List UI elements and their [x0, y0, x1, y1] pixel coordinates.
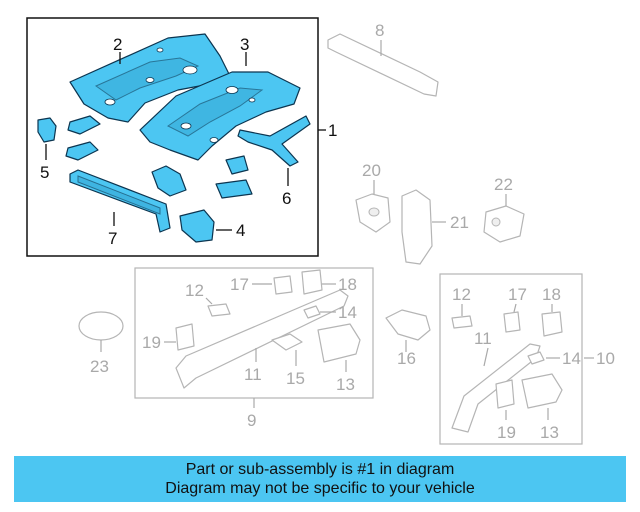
- callout-13-right[interactable]: 13: [540, 423, 559, 442]
- callout-13-left[interactable]: 13: [336, 375, 355, 394]
- part-15[interactable]: [271, 333, 303, 351]
- callout-11-left[interactable]: 11: [244, 365, 262, 384]
- callout-17-right[interactable]: 17: [508, 285, 527, 304]
- part-16-bracket[interactable]: [385, 309, 431, 341]
- part-22-plate[interactable]: [483, 205, 525, 243]
- callout-11-right[interactable]: 11: [474, 329, 492, 348]
- callout-8[interactable]: 8: [375, 21, 384, 40]
- part-11-left-rail[interactable]: [175, 289, 349, 389]
- callout-19-right[interactable]: 19: [497, 423, 516, 442]
- callout-18-right[interactable]: 18: [542, 285, 561, 304]
- callout-21[interactable]: 21: [450, 213, 469, 232]
- part-14-right[interactable]: [527, 351, 545, 365]
- part-5-bracket[interactable]: [37, 115, 101, 161]
- part-13-left[interactable]: [317, 323, 361, 363]
- part-bracket-centre[interactable]: [151, 155, 253, 199]
- part-12-right[interactable]: [451, 315, 473, 329]
- part-13-right[interactable]: [521, 373, 563, 409]
- part-18-right[interactable]: [541, 311, 563, 337]
- banner-line-1: Part or sub-assembly is #1 in diagram: [185, 461, 455, 478]
- part-23-plug[interactable]: [78, 311, 124, 341]
- callout-14-left[interactable]: 14: [338, 303, 357, 322]
- callout-10[interactable]: 10: [596, 349, 615, 368]
- assembly-1-frame: [26, 17, 319, 257]
- callout-9[interactable]: 9: [247, 411, 256, 430]
- callout-18-left[interactable]: 18: [338, 275, 357, 294]
- part-2-front-floor-pan[interactable]: [69, 33, 231, 123]
- part-17-left[interactable]: [273, 275, 293, 295]
- part-6-crossmember[interactable]: [237, 115, 311, 167]
- callout-4[interactable]: 4: [236, 221, 245, 240]
- callout-7[interactable]: 7: [108, 229, 117, 248]
- group-10-frame: [439, 273, 583, 445]
- callout-19-left[interactable]: 19: [142, 333, 161, 352]
- callout-5[interactable]: 5: [40, 163, 49, 182]
- callout-14-right[interactable]: 14: [562, 349, 581, 368]
- callout-15[interactable]: 15: [286, 369, 305, 388]
- callout-12-right[interactable]: 12: [452, 285, 471, 304]
- part-8-rail[interactable]: [327, 33, 439, 97]
- callout-17-left[interactable]: 17: [230, 275, 249, 294]
- callout-23[interactable]: 23: [90, 357, 109, 376]
- part-7-rail[interactable]: [69, 169, 171, 233]
- part-20-bracket[interactable]: [355, 193, 391, 233]
- banner-line-2: Diagram may not be specific to your vehi…: [165, 480, 475, 497]
- part-18-left[interactable]: [301, 269, 323, 295]
- part-12-left[interactable]: [207, 303, 231, 317]
- part-4-bracket[interactable]: [179, 209, 215, 243]
- callout-22[interactable]: 22: [494, 175, 513, 194]
- callout-6[interactable]: 6: [282, 189, 291, 208]
- callout-20[interactable]: 20: [362, 161, 381, 180]
- callout-16[interactable]: 16: [397, 349, 416, 368]
- part-14-left[interactable]: [303, 305, 321, 319]
- callout-2[interactable]: 2: [113, 35, 122, 54]
- part-19-left[interactable]: [175, 323, 195, 351]
- callout-12-left[interactable]: 12: [185, 281, 204, 300]
- info-banner: Part or sub-assembly is #1 in diagram Di…: [14, 456, 626, 502]
- part-19-right[interactable]: [495, 379, 515, 409]
- part-3-rear-floor-pan[interactable]: [139, 71, 301, 161]
- callout-1[interactable]: 1: [328, 121, 337, 140]
- callout-3[interactable]: 3: [240, 35, 249, 54]
- part-17-right[interactable]: [503, 311, 521, 333]
- part-21-pillar[interactable]: [401, 189, 433, 265]
